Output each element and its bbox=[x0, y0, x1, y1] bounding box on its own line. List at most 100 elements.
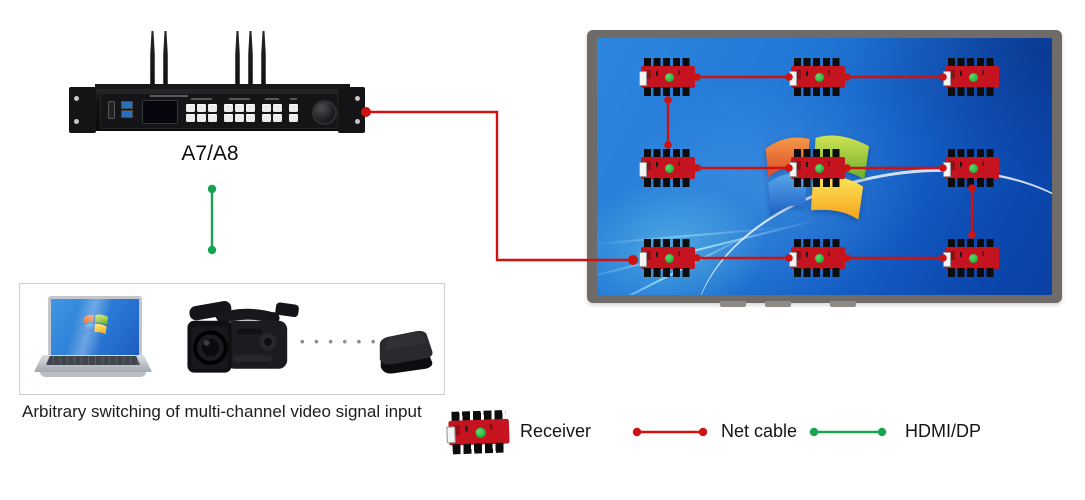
panel-button bbox=[262, 114, 271, 122]
pin-header-icon bbox=[948, 178, 996, 187]
led-indicator-icon bbox=[665, 254, 674, 263]
led-indicator-icon bbox=[665, 73, 674, 82]
button-group bbox=[262, 98, 282, 122]
panel-button bbox=[235, 104, 244, 112]
pin-header-icon bbox=[794, 58, 842, 67]
receiver-port bbox=[943, 252, 951, 267]
antenna-icon bbox=[163, 31, 168, 88]
led-indicator-icon bbox=[969, 164, 978, 173]
lcd-screen bbox=[142, 100, 178, 124]
receiver-card bbox=[789, 239, 845, 277]
power-switch bbox=[108, 101, 115, 119]
antenna-icon bbox=[248, 31, 253, 88]
led-indicator-icon bbox=[665, 164, 674, 173]
ellipsis-dots: • • • • • • bbox=[300, 334, 379, 349]
pin-header-icon bbox=[644, 239, 692, 248]
receiver-port bbox=[789, 162, 797, 177]
pin-header-icon bbox=[794, 178, 842, 187]
receiver-card bbox=[639, 239, 695, 277]
usb-port-icon bbox=[121, 110, 133, 118]
receiver-port bbox=[639, 252, 647, 267]
legend-receiver-icon bbox=[446, 410, 510, 455]
panel-button bbox=[246, 104, 255, 112]
pin-header-icon bbox=[948, 149, 996, 158]
receiver-card bbox=[943, 149, 999, 187]
windows-logo-icon bbox=[83, 314, 109, 335]
legend-hdmi-label: HDMI/DP bbox=[905, 421, 981, 441]
laptop-keyboard bbox=[46, 356, 140, 365]
pin-header-icon bbox=[452, 442, 507, 455]
receiver-port bbox=[639, 162, 647, 177]
led-indicator-icon bbox=[815, 73, 824, 82]
sources-caption: Arbitrary switching of multi-channel vid… bbox=[22, 402, 422, 421]
set-top-box bbox=[379, 330, 433, 374]
panel-button bbox=[186, 104, 195, 112]
panel-button bbox=[224, 114, 233, 122]
led-indicator-icon bbox=[815, 254, 824, 263]
front-panel bbox=[100, 93, 338, 129]
stand-tab bbox=[830, 301, 856, 307]
receiver-card bbox=[789, 149, 845, 187]
legend-net-cable-label: Net cable bbox=[721, 421, 798, 441]
panel-button bbox=[246, 114, 255, 122]
panel-button bbox=[208, 104, 217, 112]
panel-button bbox=[273, 114, 282, 122]
laptop bbox=[34, 294, 152, 380]
panel-button bbox=[289, 104, 298, 112]
receiver-card bbox=[943, 239, 999, 277]
receiver-card bbox=[639, 149, 695, 187]
pin-header-icon bbox=[644, 149, 692, 158]
input-sources-box: • • • • • • bbox=[19, 283, 445, 395]
device-label: A7/A8 bbox=[181, 142, 239, 165]
led-indicator-icon bbox=[815, 164, 824, 173]
receiver-port bbox=[789, 71, 797, 86]
hdmi-cable bbox=[207, 184, 217, 255]
receiver-port bbox=[943, 71, 951, 86]
led-indicator-icon bbox=[969, 73, 978, 82]
legend-net-cable-line bbox=[632, 427, 708, 437]
mounting-ear bbox=[338, 87, 365, 133]
laptop-screen bbox=[48, 296, 142, 358]
panel-button bbox=[289, 114, 298, 122]
receiver-port bbox=[446, 426, 456, 444]
pin-header-icon bbox=[948, 268, 996, 277]
usb-port-icon bbox=[121, 101, 133, 109]
led-indicator-icon bbox=[969, 254, 978, 263]
panel-print bbox=[150, 95, 188, 97]
processor-chassis-top bbox=[95, 84, 350, 90]
antenna-icon bbox=[235, 31, 240, 88]
panel-button bbox=[273, 104, 282, 112]
stand-tab bbox=[720, 301, 746, 307]
panel-button bbox=[235, 114, 244, 122]
receiver-port bbox=[943, 162, 951, 177]
pin-header-icon bbox=[794, 149, 842, 158]
receiver-port bbox=[639, 71, 647, 86]
pin-header-icon bbox=[644, 178, 692, 187]
panel-button bbox=[186, 114, 195, 122]
legend-receiver-label: Receiver bbox=[520, 421, 592, 441]
legend-hdmi-line bbox=[809, 427, 887, 437]
button-group bbox=[289, 98, 298, 122]
antenna-icon bbox=[150, 31, 155, 88]
receiver-card bbox=[639, 58, 695, 96]
rotary-knob bbox=[312, 100, 337, 125]
button-group bbox=[224, 98, 255, 122]
panel-button bbox=[224, 104, 233, 112]
pin-header-icon bbox=[794, 268, 842, 277]
stand-tab bbox=[765, 301, 791, 307]
button-group bbox=[186, 98, 217, 122]
laptop-front-edge bbox=[40, 372, 146, 377]
button-panel bbox=[186, 98, 298, 122]
pin-header-icon bbox=[794, 87, 842, 96]
pin-header-icon bbox=[948, 239, 996, 248]
receiver-card bbox=[789, 58, 845, 96]
pin-header-icon bbox=[948, 58, 996, 67]
receiver-card bbox=[943, 58, 999, 96]
panel-button bbox=[197, 114, 206, 122]
receiver-port bbox=[789, 252, 797, 267]
panel-button bbox=[208, 114, 217, 122]
panel-button bbox=[262, 104, 271, 112]
pin-header-icon bbox=[948, 87, 996, 96]
pin-header-icon bbox=[644, 58, 692, 67]
